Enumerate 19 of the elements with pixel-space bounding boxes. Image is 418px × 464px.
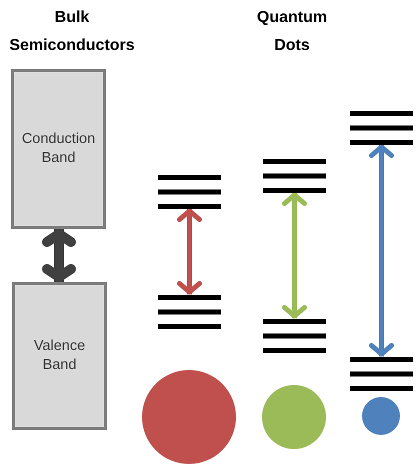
quantum-dot-circle — [262, 385, 326, 449]
double-arrow — [177, 208, 202, 294]
energy-levels — [350, 110, 413, 144]
double-arrow — [42, 229, 76, 282]
column-heading: Quantum Dots — [256, 8, 328, 56]
band-box — [12, 282, 107, 430]
energy-levels — [158, 294, 221, 328]
band-label: Conduction Band — [20, 130, 96, 168]
column-heading: Bulk Semiconductors — [8, 8, 136, 56]
energy-levels — [350, 356, 413, 390]
energy-levels — [158, 174, 221, 208]
energy-levels — [263, 318, 326, 352]
double-arrow — [282, 192, 307, 318]
band-box — [11, 69, 106, 229]
band-label: Valence Band — [32, 337, 86, 375]
quantum-dot-circle — [142, 370, 236, 464]
energy-levels — [263, 158, 326, 192]
quantum-dot-circle — [362, 397, 400, 435]
double-arrow — [369, 144, 394, 356]
